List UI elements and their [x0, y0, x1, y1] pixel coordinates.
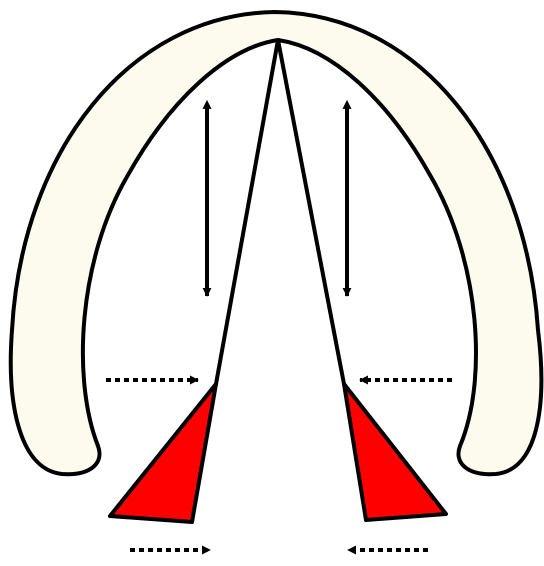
center-converging-lines	[216, 40, 344, 384]
arch-band	[11, 12, 542, 474]
left-red-wedge	[110, 384, 216, 522]
right-red-wedge	[344, 384, 446, 520]
